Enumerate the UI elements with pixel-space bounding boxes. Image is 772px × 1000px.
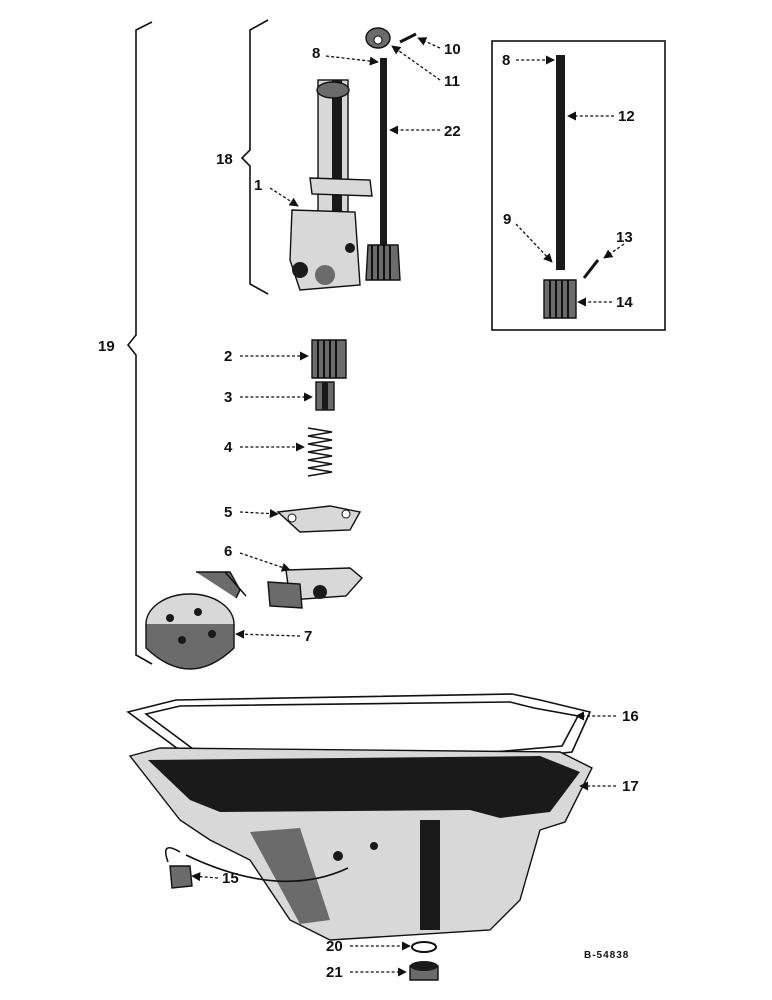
inset-shaft-12 (556, 55, 565, 270)
oil-pan-17 (128, 747, 593, 941)
inset-frame (491, 40, 666, 331)
callout-20: 20 (326, 938, 343, 955)
drain-plug-21 (409, 961, 439, 981)
callout-5: 5 (224, 504, 232, 521)
callout-12: 12 (618, 108, 635, 125)
gasket-5 (276, 505, 362, 533)
gear-11 (365, 27, 391, 49)
callout-19: 19 (98, 338, 115, 355)
callout-6: 6 (224, 543, 232, 560)
pin-10 (399, 32, 417, 44)
callout-18: 18 (216, 151, 233, 168)
callout-17: 17 (622, 778, 639, 795)
callout-1: 1 (254, 177, 262, 194)
callout-14: 14 (616, 294, 633, 311)
callout-3: 3 (224, 389, 232, 406)
reference-code: B-54838 (584, 950, 629, 961)
callout-10: 10 (444, 41, 461, 58)
callout-8a: 8 (312, 45, 320, 62)
callout-15: 15 (222, 870, 239, 887)
callout-7: 7 (304, 628, 312, 645)
cover-6 (267, 567, 364, 609)
drive-shaft-22 (365, 58, 401, 281)
inset-pin-13 (582, 259, 600, 279)
callout-13: 13 (616, 229, 633, 246)
brace-18 (240, 19, 269, 295)
callout-16: 16 (622, 708, 639, 725)
callout-4: 4 (224, 439, 233, 456)
oil-screen-7 (145, 571, 247, 670)
callout-9: 9 (503, 211, 511, 228)
clip-15 (164, 846, 349, 889)
callout-2: 2 (224, 348, 232, 365)
gear-2 (311, 339, 347, 379)
inset-gear-14 (543, 279, 577, 319)
bushing-3 (315, 381, 335, 411)
callout-22: 22 (444, 123, 461, 140)
callout-8b: 8 (502, 52, 510, 69)
spring-4 (307, 427, 333, 477)
oil-pump-body (289, 79, 373, 291)
callout-21: 21 (326, 964, 343, 981)
callout-11: 11 (444, 73, 460, 90)
washer-20 (411, 941, 437, 953)
brace-19 (126, 21, 153, 665)
leader-lines (191, 37, 625, 977)
